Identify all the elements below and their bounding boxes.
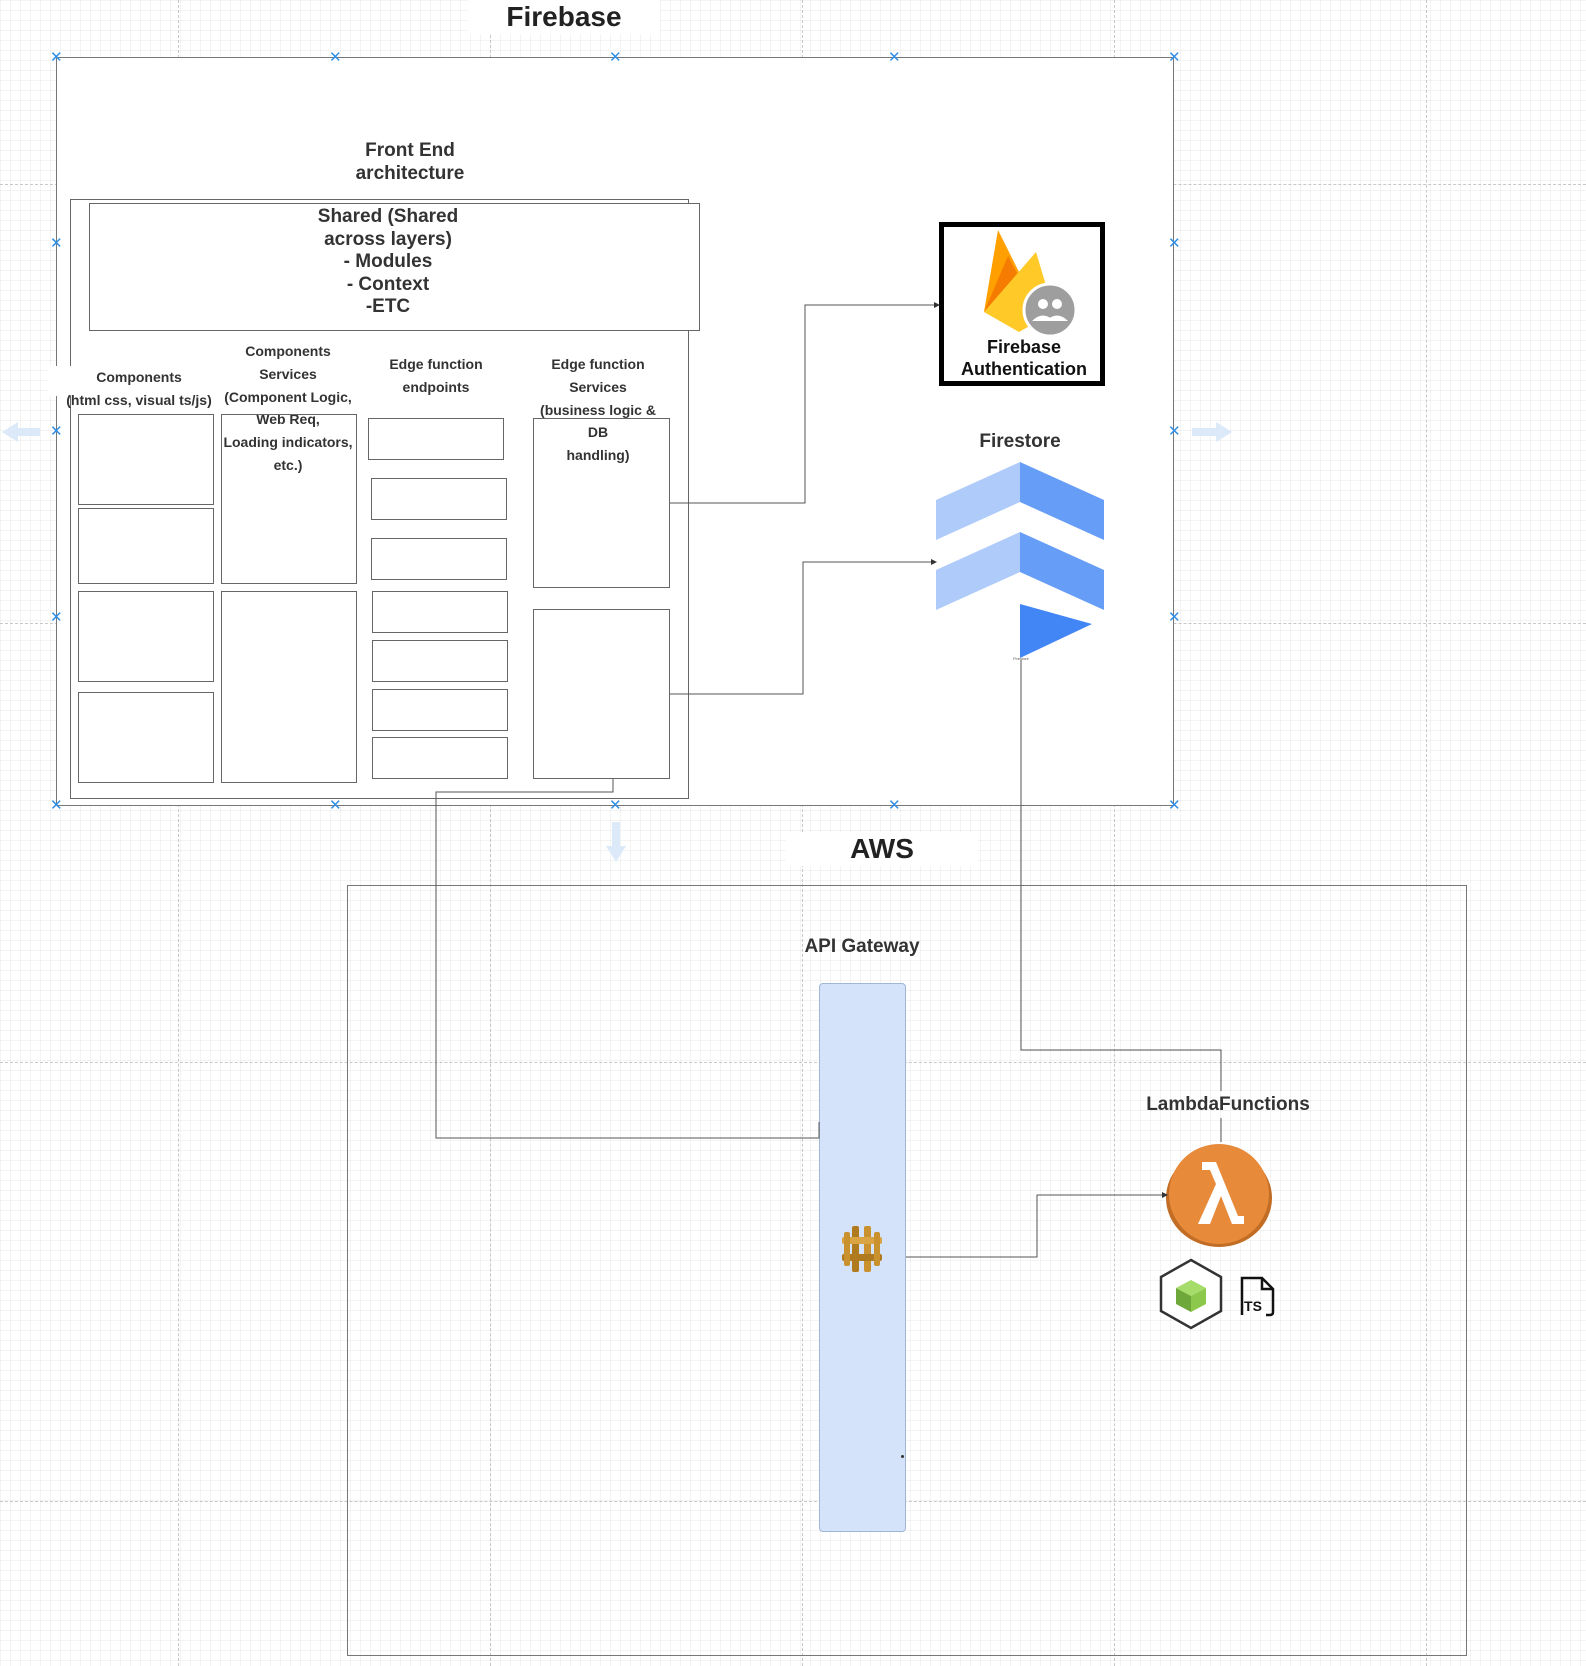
selection-handle-icon[interactable]: ✕ [50,235,63,252]
connector-frontend-to-api-gateway[interactable] [435,779,820,1139]
connector-edge-services-to-firestore[interactable] [670,559,937,695]
selection-handle-icon[interactable]: ✕ [50,609,63,626]
selection-handle-icon[interactable]: ✕ [609,49,622,66]
edge-endpoint-box[interactable] [372,591,508,633]
edge-endpoint-box[interactable] [371,538,507,580]
component-box[interactable] [78,591,214,682]
lambda-icon[interactable] [1164,1144,1276,1248]
component-services-header: Components Services (Component Logic, We… [223,343,353,473]
page-guide [0,1501,1586,1502]
firebase-auth-label: Firebase Authentication [961,337,1087,379]
aws-title[interactable]: AWS [850,833,914,864]
api-gateway-label: API Gateway [804,936,920,957]
selection-handle-icon[interactable]: ✕ [1168,797,1181,814]
component-box[interactable] [78,508,214,584]
edge-endpoint-box[interactable] [372,737,508,779]
label-backing [48,366,88,396]
selection-handle-icon[interactable]: ✕ [1168,49,1181,66]
edge-endpoint-box[interactable] [368,418,504,460]
shared-label: Shared (Shared across layers) - Modules … [317,206,459,317]
edge-service-box[interactable] [533,609,670,779]
firestore-tiny-caption: Firestore [1013,656,1029,661]
firestore-label: Firestore [979,431,1061,452]
page-guide [0,1062,1586,1063]
connector-api-gateway-to-lambda[interactable] [906,1192,1168,1258]
connection-point [901,1455,904,1458]
drag-arrow-icon[interactable] [2,422,1232,862]
component-box[interactable] [78,692,214,783]
selection-handle-icon[interactable]: ✕ [1168,423,1181,440]
connector-lambda-to-firestore[interactable] [1020,660,1222,1091]
label-backing [689,352,695,382]
edge-endpoint-box[interactable] [372,689,508,731]
firestore-chevrons-icon[interactable] [936,462,1106,660]
component-service-box[interactable] [221,591,357,783]
frontend-title[interactable]: Front End architecture [355,140,465,184]
component-box[interactable] [78,414,214,505]
page-guide [490,0,491,1666]
aws-container[interactable] [347,885,1467,1656]
lambda-label: LambdaFunctions [1146,1094,1310,1115]
firebase-title[interactable]: Firebase [506,1,622,32]
selection-handle-icon[interactable]: ✕ [1168,609,1181,626]
edge-endpoint-box[interactable] [372,640,508,682]
aws-title-bg [786,832,978,866]
edge-endpoints-header: Edge function endpoints [389,356,483,395]
nodejs-cube-icon [1159,1258,1223,1330]
selection-handle-icon[interactable]: ✕ [50,49,63,66]
selection-handle-icon[interactable]: ✕ [1168,235,1181,252]
edge-endpoint-box[interactable] [371,478,507,520]
firebase-flame-icon [984,230,1078,338]
component-service-box[interactable] [221,414,357,584]
components-header: Components (html css, visual ts/js) [66,369,212,408]
selection-handle-icon[interactable]: ✕ [888,49,901,66]
edge-service-box[interactable] [533,418,670,588]
typescript-file-icon [1240,1276,1275,1317]
connector-edge-services-to-auth[interactable] [670,302,940,504]
selection-handle-icon[interactable]: ✕ [50,423,63,440]
page-guide [178,0,179,1666]
page-guide [1426,0,1427,1666]
api-gateway-icon [842,1226,882,1272]
typescript-label: TS [1244,1298,1262,1314]
selection-handle-icon[interactable]: ✕ [329,797,342,814]
page-guide [1114,0,1115,1666]
selection-handle-icon[interactable]: ✕ [329,49,342,66]
shared-box[interactable] [89,203,700,331]
selection-handle-icon[interactable]: ✕ [888,797,901,814]
firebase-title-bg [468,0,660,34]
selection-handle-icon[interactable]: ✕ [609,797,622,814]
selection-handle-icon[interactable]: ✕ [50,797,63,814]
edge-services-header: Edge function Services (business logic &… [540,356,656,464]
